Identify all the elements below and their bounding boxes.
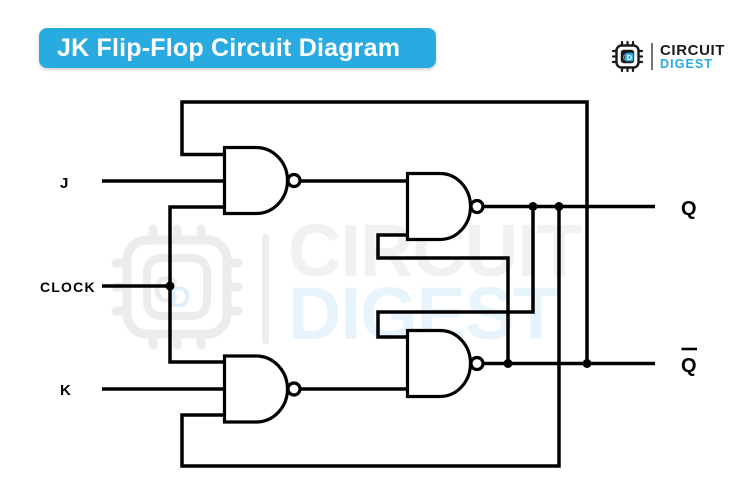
wire-qbar-to-nand3 <box>376 233 510 364</box>
circuitdigest-logo: C D CIRCUIT DIGEST <box>611 40 725 73</box>
wires <box>102 100 655 468</box>
nand-gates <box>222 145 485 424</box>
chip-icon: C D <box>611 40 644 73</box>
logo-divider <box>651 43 653 70</box>
nand-gate-2-bubble <box>286 381 302 397</box>
watermark-monogram-d: D <box>169 281 191 314</box>
wire-q-feedback-to-nand2 <box>180 206 561 468</box>
junction-qbar-2 <box>582 359 592 368</box>
label-q-bar: Q <box>681 355 697 377</box>
wire-clock-to-nand1 <box>168 205 226 286</box>
junction-qbar-1 <box>503 359 513 368</box>
wire-q-to-nand4 <box>376 206 535 339</box>
nand-gate-1-bubble <box>286 172 302 189</box>
nand-gate-4 <box>405 328 485 399</box>
label-k: K <box>60 382 71 399</box>
nand-gate-1 <box>222 145 302 216</box>
junction-q-1 <box>528 202 538 211</box>
nand-gate-2 <box>222 354 302 424</box>
signal-labels: J CLOCK K Q Q <box>40 175 697 399</box>
logo-circuit-text: CIRCUIT <box>660 41 726 59</box>
page-title: JK Flip-Flop Circuit Diagram <box>57 33 401 62</box>
watermark-divider <box>262 234 269 344</box>
wire-clock-to-nand2 <box>168 286 226 364</box>
junction-q-2 <box>554 202 564 211</box>
label-q: Q <box>681 198 697 220</box>
label-j: J <box>60 175 68 192</box>
watermark-monogram-c: C <box>153 269 179 310</box>
logo-monogram-d: D <box>627 53 633 62</box>
title-banner: JK Flip-Flop Circuit Diagram <box>39 28 436 68</box>
nand-gate-4-bubble <box>469 355 485 372</box>
watermark: C D CIRCUIT DIGEST <box>111 209 583 355</box>
nand-gate-3 <box>405 171 485 242</box>
junction-clock <box>165 281 175 291</box>
logo-text: CIRCUIT DIGEST <box>660 43 725 71</box>
label-clock: CLOCK <box>40 279 96 295</box>
logo-digest-text: DIGEST <box>660 56 714 71</box>
wire-qbar-feedback-to-nand1 <box>180 100 589 364</box>
nand-gate-3-bubble <box>469 198 485 215</box>
junction-dots <box>165 202 592 368</box>
